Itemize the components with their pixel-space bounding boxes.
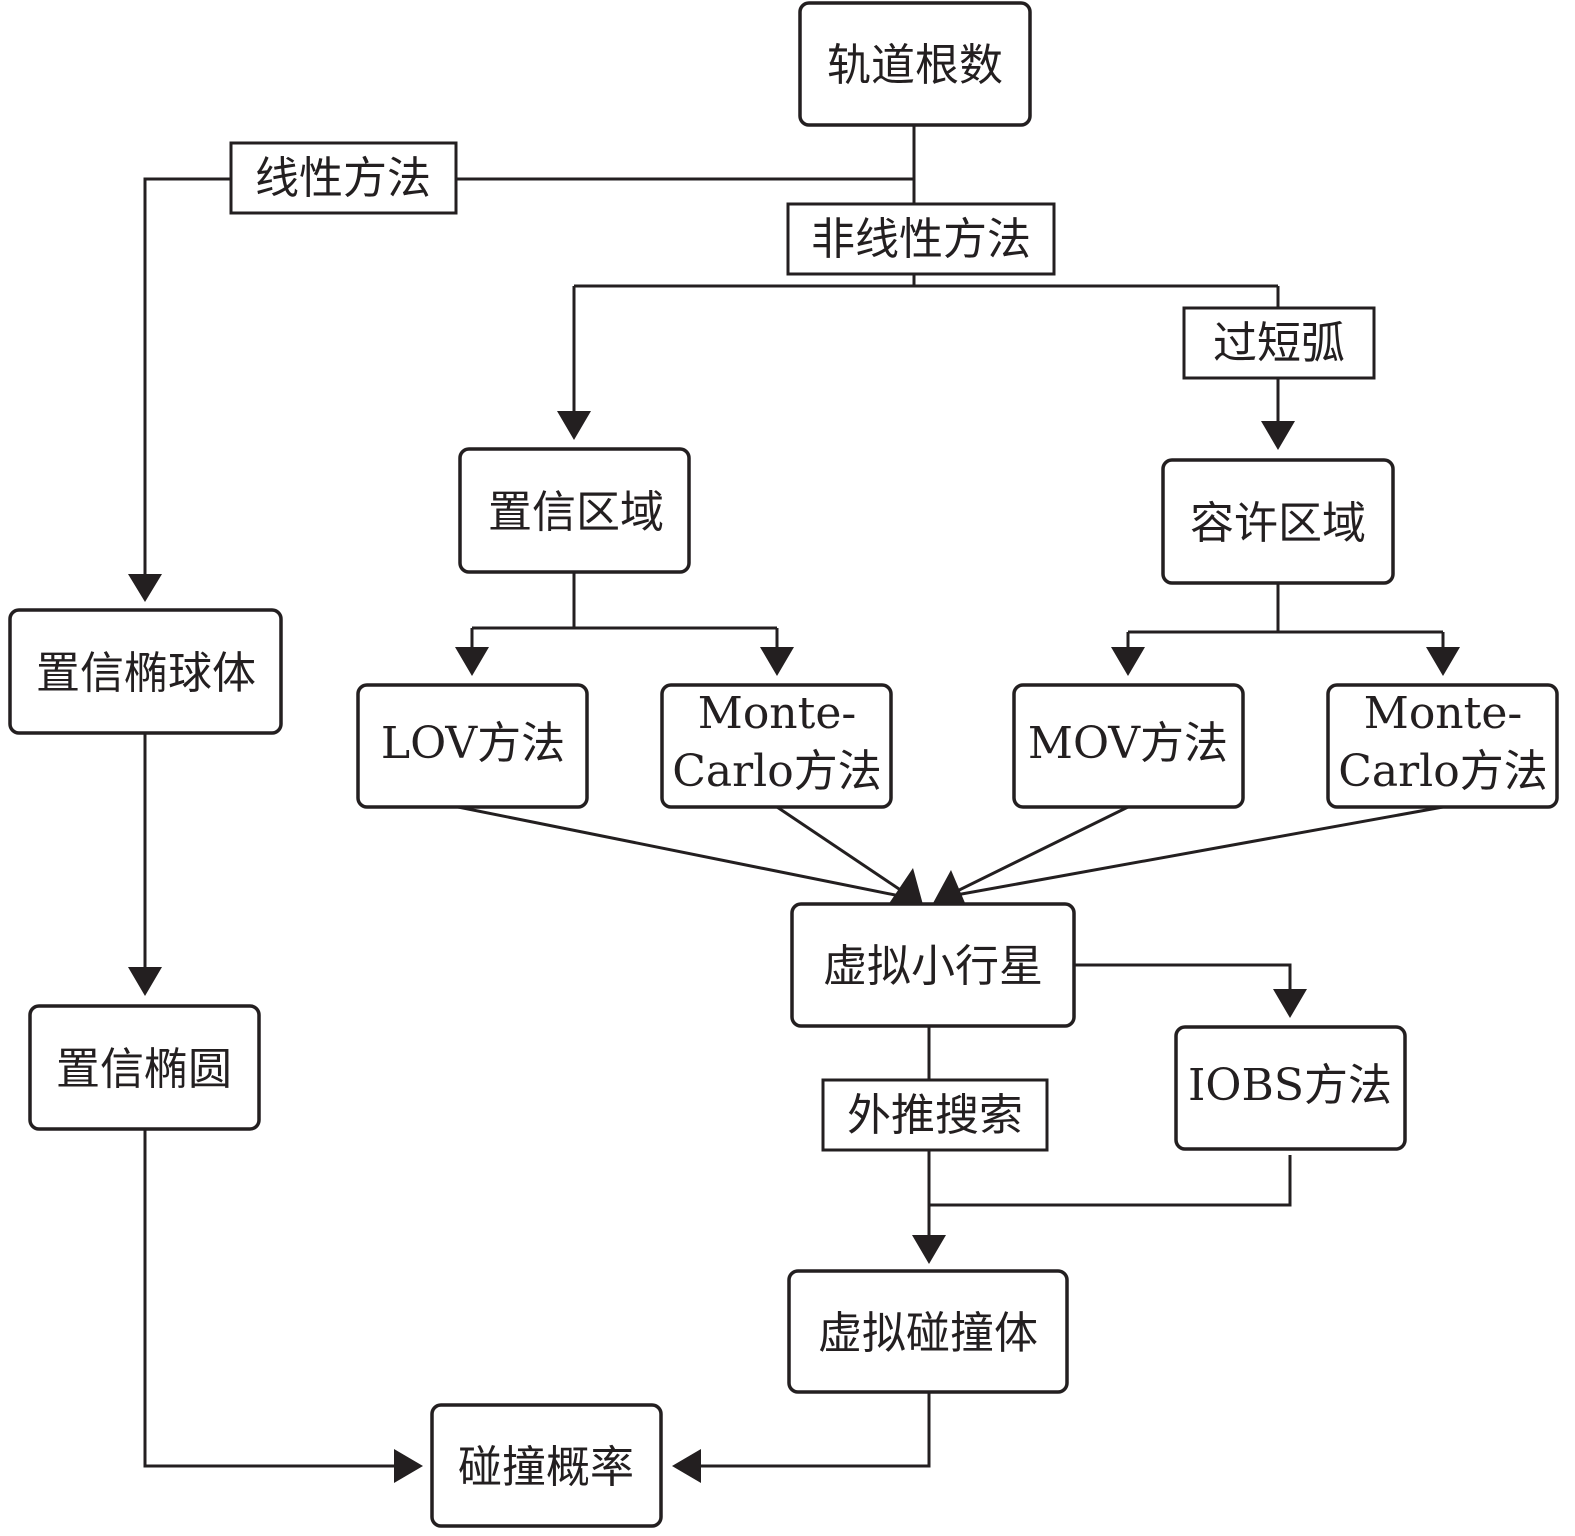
arrow-to-montecarlo-left [760, 647, 794, 676]
arrow-to-mov [1111, 647, 1145, 676]
svg-text:Carlo方法: Carlo方法 [1338, 746, 1548, 797]
node-confidence-ellipsoid: 置信椭球体 [8, 608, 283, 735]
svg-text:外推搜索: 外推搜索 [847, 1090, 1023, 1141]
svg-text:虚拟小行星: 虚拟小行星 [823, 941, 1043, 992]
edge-admissible-split [1126, 584, 1445, 648]
svg-text:LOV方法: LOV方法 [381, 718, 565, 769]
svg-text:置信椭球体: 置信椭球体 [36, 648, 256, 699]
svg-text:轨道根数: 轨道根数 [827, 40, 1003, 91]
edges [128, 125, 1460, 1483]
edge-label-too-short-arc: 过短弧 [1182, 306, 1376, 380]
arrow-to-virtual-impactor [912, 1235, 946, 1264]
arrow-to-montecarlo-right [1426, 647, 1460, 676]
svg-text:碰撞概率: 碰撞概率 [458, 1442, 634, 1493]
arrow-to-confidence-region [557, 411, 591, 440]
svg-text:虚拟碰撞体: 虚拟碰撞体 [818, 1308, 1038, 1359]
arrow-to-admissible-region [1261, 421, 1295, 450]
node-virtual-impactor: 虚拟碰撞体 [787, 1269, 1069, 1394]
node-monte-carlo-left: Monte- Carlo方法 [660, 683, 893, 809]
svg-text:Monte-: Monte- [1364, 688, 1522, 739]
arrow-to-confidence-ellipsoid [128, 574, 162, 602]
edge-confidence-split [470, 573, 779, 648]
svg-text:非线性方法: 非线性方法 [811, 214, 1031, 265]
svg-text:Monte-: Monte- [698, 688, 856, 739]
node-confidence-ellipse: 置信椭圆 [28, 1004, 261, 1131]
svg-text:IOBS方法: IOBS方法 [1188, 1060, 1392, 1111]
edge-impactor-to-probability [700, 1392, 931, 1468]
node-monte-carlo-right: Monte- Carlo方法 [1326, 683, 1559, 809]
arrow-to-probability-right [672, 1449, 701, 1483]
node-mov-method: MOV方法 [1012, 683, 1245, 809]
node-orbital-elements: 轨道根数 [798, 1, 1032, 127]
node-virtual-asteroid: 虚拟小行星 [790, 902, 1076, 1028]
node-impact-probability: 碰撞概率 [430, 1403, 663, 1528]
arrow-to-confidence-ellipse [128, 967, 162, 996]
edge-mcr-to-va [944, 805, 1444, 899]
arrow-to-probability-left [394, 1449, 423, 1483]
arrow-to-iobs [1273, 989, 1307, 1018]
svg-text:MOV方法: MOV方法 [1028, 718, 1228, 769]
node-admissible-region: 容许区域 [1161, 458, 1395, 585]
edge-label-nonlinear-method: 非线性方法 [786, 202, 1056, 276]
svg-text:线性方法: 线性方法 [255, 153, 431, 204]
edge-iobs-join [929, 1155, 1292, 1207]
node-confidence-region: 置信区域 [458, 447, 691, 574]
arrow-to-lov [455, 647, 489, 676]
svg-text:过短弧: 过短弧 [1213, 318, 1345, 369]
edge-lov-to-va [457, 805, 906, 899]
node-iobs-method: IOBS方法 [1174, 1025, 1407, 1151]
edge-va-to-iobs [1074, 963, 1292, 990]
edge-label-extrapolation-search: 外推搜索 [821, 1078, 1049, 1152]
arrow-to-virtual-asteroid-left [888, 868, 925, 912]
svg-text:置信椭圆: 置信椭圆 [56, 1044, 232, 1095]
edge-linear-branch [143, 177, 914, 575]
edge-ellipse-to-probability [143, 1129, 395, 1468]
edge-mov-to-va [944, 805, 1129, 899]
svg-text:容许区域: 容许区域 [1190, 498, 1366, 549]
node-lov-method: LOV方法 [356, 683, 589, 809]
svg-text:Carlo方法: Carlo方法 [672, 746, 882, 797]
edge-label-linear-method: 线性方法 [229, 141, 458, 215]
edge-mcl-to-va [776, 805, 906, 895]
svg-text:置信区域: 置信区域 [488, 487, 664, 538]
arrow-to-virtual-asteroid-right [932, 870, 968, 910]
